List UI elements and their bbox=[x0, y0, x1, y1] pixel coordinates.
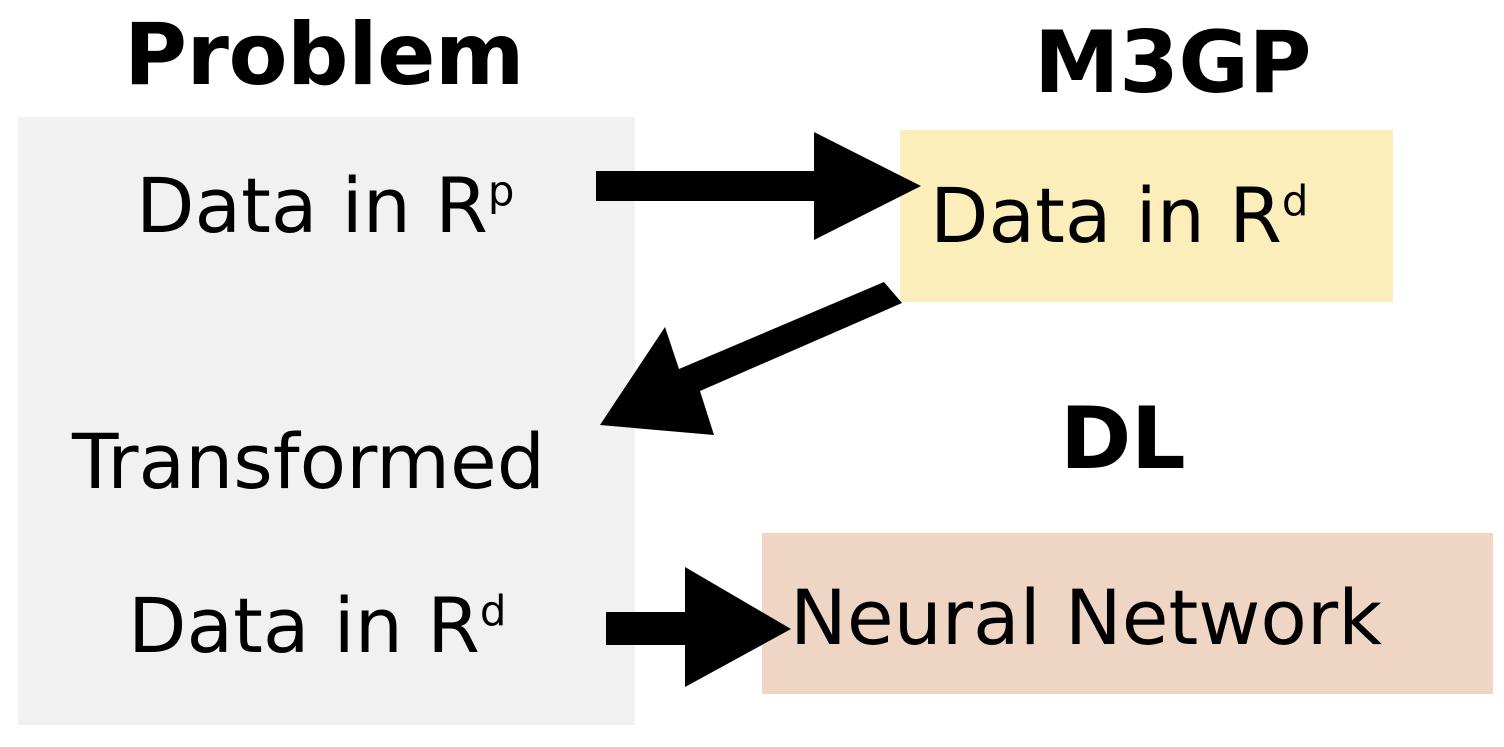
heading-m3gp: M3GP bbox=[1034, 13, 1312, 113]
heading-problem: Problem bbox=[124, 5, 525, 105]
heading-dl: DL bbox=[1060, 389, 1186, 489]
label-m3gp-data-rd-exponent: d bbox=[1281, 176, 1309, 226]
label-input-data-rp: Data in Rp bbox=[136, 168, 514, 244]
arrow-m3gp-to-transformed-icon bbox=[600, 282, 902, 435]
label-neural-network: Neural Network bbox=[790, 573, 1383, 662]
problem-region-panel bbox=[18, 117, 635, 725]
label-m3gp-data-rd: Data in Rd bbox=[930, 178, 1308, 254]
label-transformed-data-rd: Data in Rd bbox=[128, 588, 506, 664]
label-input-data-rp-text: Data in R bbox=[136, 161, 488, 250]
m3gp-region-panel bbox=[900, 130, 1393, 302]
label-transformed-data-rd-text: Data in R bbox=[128, 581, 480, 670]
label-m3gp-data-rd-text: Data in R bbox=[930, 171, 1282, 260]
dl-region-panel bbox=[762, 533, 1493, 694]
label-transformed: Transformed bbox=[72, 417, 546, 506]
label-input-data-rp-exponent: p bbox=[487, 166, 515, 216]
label-transformed-data-rd-exponent: d bbox=[479, 586, 507, 636]
arrow-problem-to-m3gp-icon bbox=[596, 132, 921, 240]
